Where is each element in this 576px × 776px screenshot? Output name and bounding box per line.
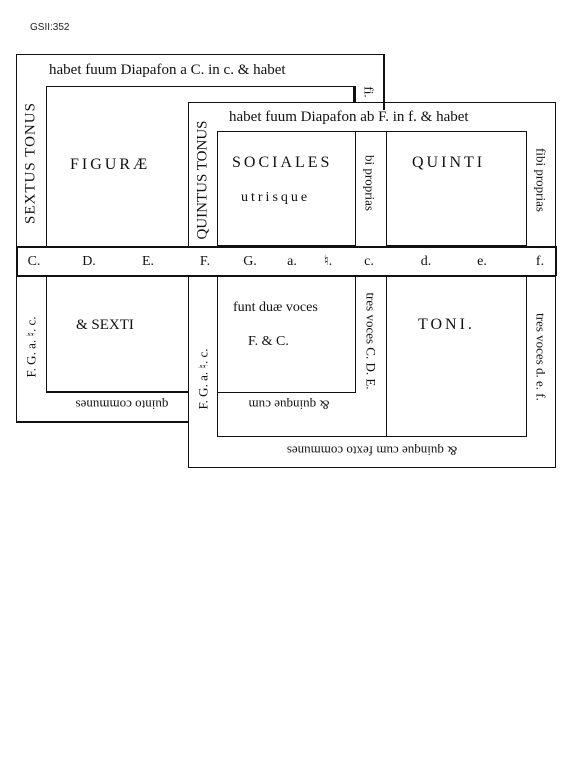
scale-strip-bottom xyxy=(16,275,556,277)
scale-note: d. xyxy=(420,254,432,269)
quintus-outer-frame xyxy=(188,102,556,468)
quintus-inner-lower-1: funt duæ voces xyxy=(233,300,318,315)
scale-strip-top xyxy=(16,246,556,248)
scale-note: e. xyxy=(477,254,487,269)
quintus-right-inner-lower: tres voces C. D. E. xyxy=(363,292,379,390)
scale-note: F. xyxy=(199,254,211,269)
quintus-inner-bottom-text: & quinque cum xyxy=(248,397,330,413)
scale-note: E. xyxy=(141,254,155,269)
scale-note: c. xyxy=(364,254,374,269)
sociales-box xyxy=(217,131,356,246)
sextus-left-lower-text: F. G. a. ♮. c. xyxy=(23,316,39,378)
quintus-box-title: QUINTI xyxy=(412,154,486,171)
quintus-mask xyxy=(188,102,556,468)
scale-note: ♮. xyxy=(323,254,333,269)
sextus-inner-bottom xyxy=(46,391,188,393)
sextus-left-text: SEXTUS TONUS xyxy=(22,102,39,224)
scale-note: a. xyxy=(287,254,297,269)
sextus-inner-right xyxy=(354,86,356,102)
scale-strip xyxy=(17,247,555,276)
reference-label: GSII:352 xyxy=(30,22,70,33)
quintus-top-text: habet fuum Diapafon ab F. in f. & habet xyxy=(229,109,469,125)
quintus-left-text: QUINTUS TONUS xyxy=(194,120,211,240)
quintus-right-outer-upper: fibi proprias xyxy=(533,148,549,212)
scale-strip-left xyxy=(16,246,18,276)
sextus-bottom-edge xyxy=(16,421,188,423)
quintus-inner-sub: utrisque xyxy=(241,190,311,205)
sextus-right-edge xyxy=(383,54,385,110)
scale-note: G. xyxy=(243,254,257,269)
sextus-inner-lower: & SEXTI xyxy=(76,317,134,333)
quintus-left-lower-text: F. G. a. ♮. c. xyxy=(195,348,211,410)
scale-note: D. xyxy=(82,254,96,269)
quinti-box xyxy=(386,131,527,246)
quintus-inner-title: SOCIALES xyxy=(232,154,333,171)
sextus-top-text: habet fuum Diapafon a C. in c. & habet xyxy=(49,62,286,78)
sextus-bottom-text: quinto communes xyxy=(75,397,169,413)
toni-box xyxy=(386,276,527,437)
sextus-right-top-text: fi. xyxy=(361,86,377,98)
voces-box xyxy=(217,276,356,393)
sextus-inner-title: FIGURÆ xyxy=(70,156,151,173)
quintus-right-outer-lower: tres voces d. e. f. xyxy=(533,313,549,401)
scale-note: f. xyxy=(535,254,545,269)
scale-strip-right xyxy=(555,246,557,276)
scale-note: C. xyxy=(27,254,41,269)
quintus-inner-lower-2: F. & C. xyxy=(248,334,289,349)
quintus-lower-title: TONI. xyxy=(418,316,475,333)
quintus-bottom-text: & quinque cum fexto communes xyxy=(286,443,458,459)
quintus-right-inner-upper: bi proprias xyxy=(362,155,378,211)
